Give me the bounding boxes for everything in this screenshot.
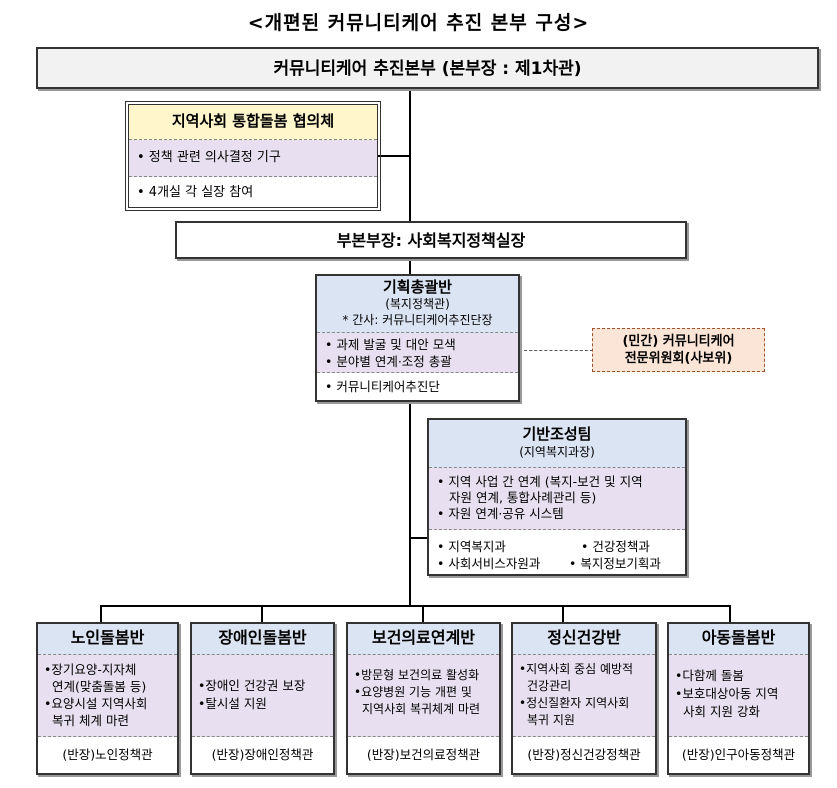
team-mental-item-1: •지역사회 중심 예방적 (519, 662, 634, 676)
team-mental-items: •지역사회 중심 예방적 건강관리 •정신질환자 지역사회 복귀 지원 (513, 655, 655, 737)
team-child-items: •다함께 돌봄 •보호대상아동 지역 사회 지원 강화 (669, 655, 808, 737)
team-health-item-3: 지역사회 복귀체계 마련 (362, 702, 481, 716)
team-elderly: 노인돌봄반 •장기요양-지자체 연계(맞춤돌봄 등) •요양시설 지역사회 복귀… (36, 622, 179, 775)
infra-unit-2: • 건강정책과 (581, 539, 650, 554)
council-item-2: • 4개실 각 실장 참여 (137, 185, 254, 200)
team4-drop (562, 605, 564, 623)
council-box: 지역사회 통합돌봄 협의체 • 정책 관련 의사결정 기구 • 4개실 각 실장… (125, 101, 381, 211)
team2-drop (261, 605, 263, 623)
vice-box: 부본부장: 사회복지정책실장 (175, 221, 687, 259)
planning-items: • 과제 발굴 및 대안 모색 • 분야별 연계·조정 총괄 (317, 333, 518, 373)
team-child-title: 아동돌봄반 (669, 624, 808, 655)
team-mental-item-2: 건강관리 (527, 679, 572, 693)
infra-unit-3: • 사회서비스자원과 (437, 556, 541, 571)
team-elderly-items: •장기요양-지자체 연계(맞춤돌봄 등) •요양시설 지역사회 복귀 체계 마련 (38, 655, 177, 737)
team-disabled-item-2: •탈시설 지원 (198, 696, 267, 711)
page-title: <개편된 커뮤니티케어 추진 본부 구성> (247, 12, 590, 34)
committee-dashed-connector (519, 350, 593, 351)
main-vertical-line (409, 89, 411, 221)
team-child-item-1: •다함께 돌봄 (675, 668, 744, 683)
council-item-1: • 정책 관련 의사결정 기구 (129, 140, 377, 177)
infra-title: 기반조성팀 (522, 425, 592, 443)
committee-line-2: 전문위원회(사보위) (624, 351, 733, 366)
team-child-item-3: 사회 지원 강화 (683, 704, 760, 719)
team-mental-lead: (반장)정신건강정책관 (527, 747, 641, 762)
team-child-lead: (반장)인구아동정책관 (681, 747, 796, 762)
planning-box: 기획총괄반 (복지정책관) * 간사: 커뮤니티케어추진단장 • 과제 발굴 및… (315, 274, 520, 402)
planning-header: 기획총괄반 (복지정책관) * 간사: 커뮤니티케어추진단장 (317, 276, 518, 333)
team-mental-item-3: •정신질환자 지역사회 (519, 696, 630, 710)
council-title: 지역사회 통합돌봄 협의체 (129, 105, 377, 140)
team-health-item-1: •방문형 보건의료 활성화 (354, 668, 480, 682)
planning-title: 기획총괄반 (382, 278, 452, 296)
infra-connector (410, 537, 428, 539)
team-disabled-item-1: •장애인 건강권 보장 (198, 678, 306, 693)
team5-drop (729, 605, 731, 623)
team3-drop (422, 605, 424, 623)
infra-units: • 지역복지과 • 건강정책과 • 사회서비스자원과 • 복지정보기획과 (429, 530, 685, 574)
team-elderly-item-2: 연계(맞춤돌봄 등) (52, 679, 147, 694)
infra-box: 기반조성팀 (지역복지과장) • 지역 사업 간 연계 (복지-보건 및 지역 … (427, 418, 687, 576)
bottom-horizontal-line (100, 605, 731, 607)
team-mental-title: 정신건강반 (513, 624, 655, 655)
team-elderly-title: 노인돌봄반 (38, 624, 177, 655)
infra-unit-4: • 복지정보기획과 (569, 556, 661, 571)
planning-item-2: • 분야별 연계·조정 총괄 (325, 354, 452, 369)
infra-item-3: • 자원 연계·공유 시스템 (437, 506, 564, 521)
infra-header: 기반조성팀 (지역복지과장) (429, 420, 685, 468)
planning-note: * 간사: 커뮤니티케어추진단장 (342, 313, 493, 327)
infra-sub: (지역복지과장) (519, 445, 595, 459)
team-health-lead: (반장)보건의료정책관 (366, 747, 481, 762)
team-child-item-2: •보호대상아동 지역 (675, 686, 779, 701)
infra-unit-1: • 지역복지과 (437, 539, 506, 554)
team-health: 보건의료연계반 •방문형 보건의료 활성화 •요양병원 기능 개편 및 지역사회… (346, 622, 501, 775)
team-mental: 정신건강반 •지역사회 중심 예방적 건강관리 •정신질환자 지역사회 복귀 지… (511, 622, 657, 775)
planning-sub: (복지정책관) (385, 297, 450, 311)
vice-to-planning-line (409, 259, 411, 275)
team-health-title: 보건의료연계반 (348, 624, 499, 655)
hq-box: 커뮤니티케어 추진본부 (본부장 : 제1차관) (36, 47, 819, 89)
council-connector (377, 155, 410, 157)
team-disabled-lead: (반장)장애인정책관 (211, 747, 314, 762)
team-elderly-lead: (반장)노인정책관 (62, 747, 153, 762)
committee-line-1: (민간) 커뮤니티케어 (622, 334, 735, 349)
team-child: 아동돌봄반 •다함께 돌봄 •보호대상아동 지역 사회 지원 강화 (반장)인구… (667, 622, 810, 775)
team-mental-item-4: 복귀 지원 (527, 713, 575, 727)
team-health-item-2: •요양병원 기능 개편 및 (354, 685, 472, 699)
team-health-items: •방문형 보건의료 활성화 •요양병원 기능 개편 및 지역사회 복귀체계 마련 (348, 655, 499, 737)
team-disabled-title: 장애인돌봄반 (192, 624, 333, 655)
planning-to-bottom-line (409, 402, 411, 606)
team-elderly-item-1: •장기요양-지자체 (44, 662, 137, 677)
team1-drop (100, 605, 102, 623)
infra-items: • 지역 사업 간 연계 (복지-보건 및 지역 자원 연계, 통합사례관리 등… (429, 468, 685, 530)
team-elderly-item-4: 복귀 체계 마련 (52, 713, 129, 728)
team-elderly-item-3: •요양시설 지역사회 (44, 696, 148, 711)
team-disabled-items: •장애인 건강권 보장 •탈시설 지원 (192, 655, 333, 737)
planning-unit: • 커뮤니티케어추진단 (325, 379, 440, 394)
committee-box: (민간) 커뮤니티케어 전문위원회(사보위) (592, 328, 765, 372)
infra-item-1: • 지역 사업 간 연계 (복지-보건 및 지역 (437, 474, 643, 489)
infra-item-2: 자원 연계, 통합사례관리 등) (449, 490, 597, 505)
team-disabled: 장애인돌봄반 •장애인 건강권 보장 •탈시설 지원 (반장)장애인정책관 (190, 622, 335, 775)
planning-item-1: • 과제 발굴 및 대안 모색 (325, 337, 456, 352)
